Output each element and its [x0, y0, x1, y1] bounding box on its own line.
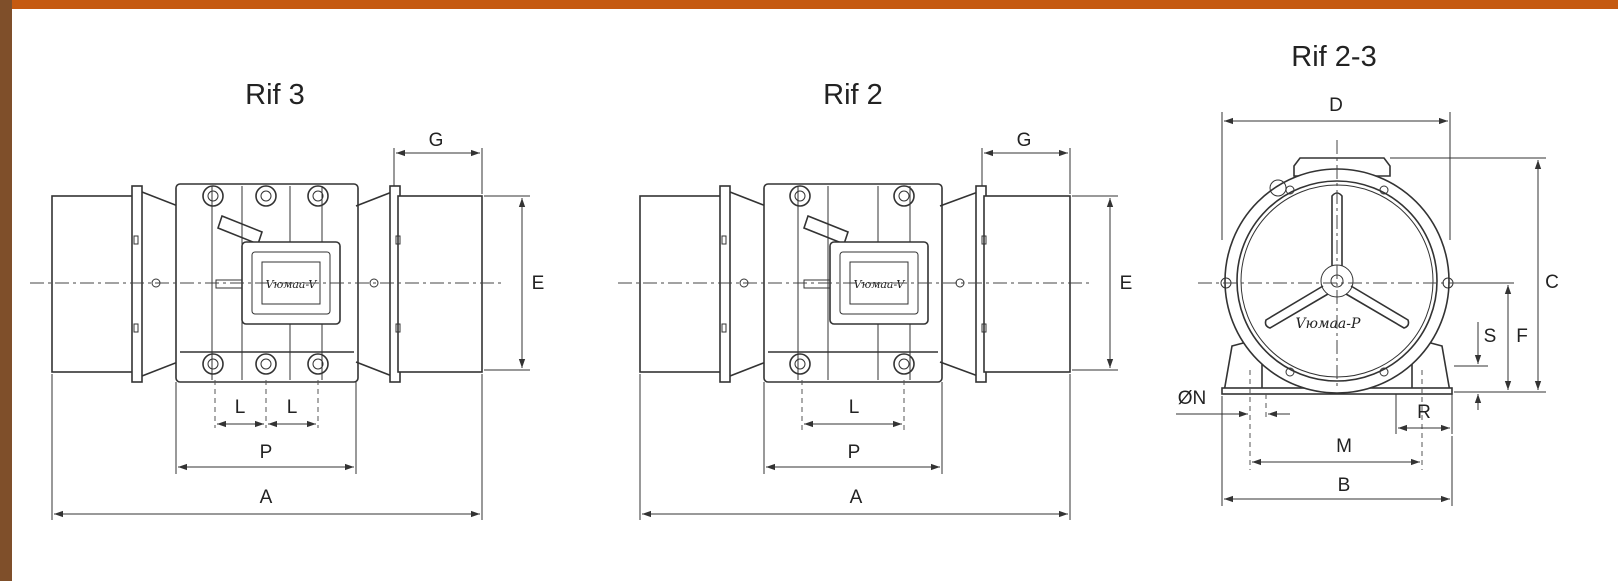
dim-label-a: A	[260, 487, 273, 508]
dim-label-f: F	[1516, 326, 1528, 347]
dim-label-r: R	[1417, 402, 1431, 423]
dim-label-e: E	[532, 273, 545, 294]
dim-label-d: D	[1329, 95, 1343, 116]
dim-label-g: G	[429, 130, 444, 151]
view-rif2-title: Rif 2	[823, 79, 883, 111]
dim-label-b: B	[1338, 475, 1351, 496]
view-rif23-title: Rif 2-3	[1291, 41, 1376, 73]
dim-label-a: A	[850, 487, 863, 508]
vibrator-end-view: Vюмаa-P	[1220, 157, 1454, 395]
view-rif3: Rif 3	[30, 79, 544, 520]
dim-label-s: S	[1484, 326, 1497, 347]
logo-mark-rif2: Vюмаa-V	[854, 278, 906, 291]
dim-label-l: L	[849, 397, 860, 418]
dim-label-g: G	[1017, 130, 1032, 151]
dim-label-e: E	[1120, 273, 1133, 294]
dim-label-p: P	[848, 442, 861, 463]
dim-label-n: ØN	[1178, 388, 1207, 409]
view-rif23: Rif 2-3 Vюмаa-P	[1176, 41, 1559, 506]
dim-label-l-right: L	[287, 397, 298, 418]
accent-bar	[0, 0, 1618, 9]
view-rif3-title: Rif 3	[245, 79, 305, 111]
dim-label-m: M	[1336, 436, 1352, 457]
dim-label-l-left: L	[235, 397, 246, 418]
dim-label-c: C	[1545, 272, 1559, 293]
dim-label-p: P	[260, 442, 273, 463]
logo-mark-rif3: Vюмаa-V	[266, 278, 318, 291]
view-rif2: Rif 2	[618, 79, 1132, 520]
side-bar	[0, 0, 12, 581]
logo-mark-end: Vюмаa-P	[1296, 316, 1361, 332]
